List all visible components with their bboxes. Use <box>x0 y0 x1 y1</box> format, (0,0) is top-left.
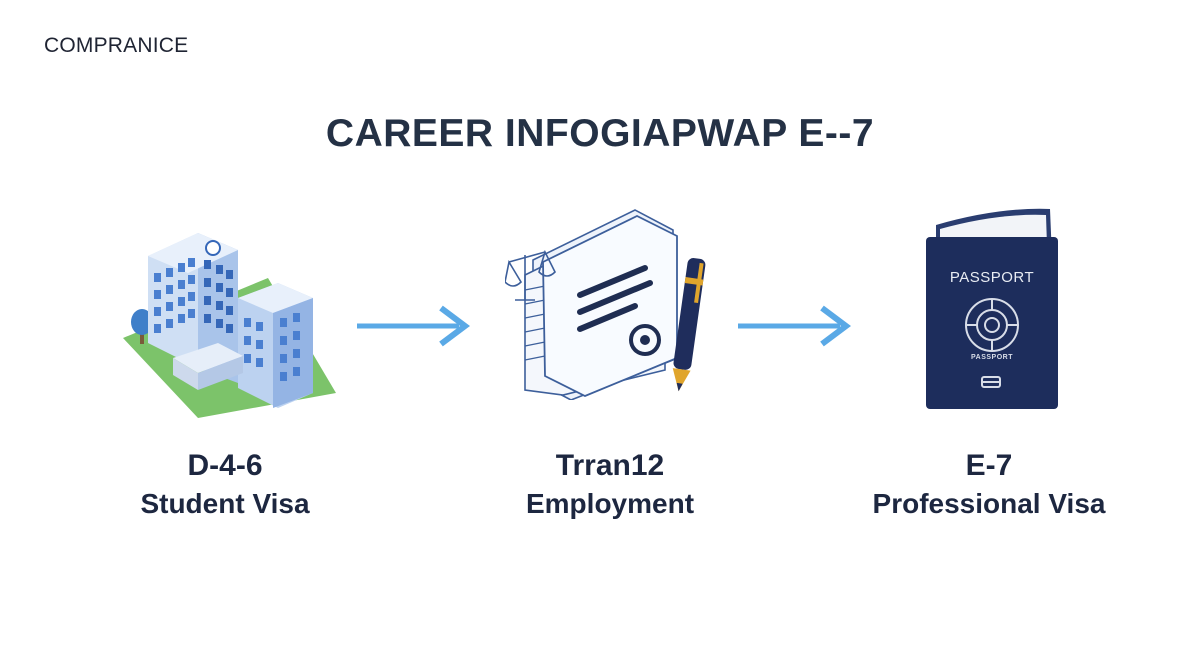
step-label-employment: Trran12 Employment <box>450 447 770 523</box>
step-name: Professional Visa <box>872 488 1106 519</box>
flow-arrow <box>357 305 470 347</box>
flow-arrow <box>738 305 851 347</box>
brand-logo: COMPRANICE <box>44 34 189 57</box>
step-code: Trran12 <box>555 449 665 482</box>
contract-icon <box>505 209 706 400</box>
step-code: E-7 <box>965 449 1013 482</box>
step-code: D-4-6 <box>187 449 263 482</box>
passport-label: PASSPORT <box>949 269 1035 286</box>
step-label-professional-visa: E-7 Professional Visa <box>829 447 1149 523</box>
step-name: Employment <box>525 488 695 519</box>
step-name: Student Visa <box>140 488 310 519</box>
passport-icon: PASSPORT PASSPORT <box>918 205 1070 413</box>
step-label-student-visa: D-4-6 Student Visa <box>65 447 385 523</box>
page-title: CAREER INFOGIAPWAP E--7 <box>325 112 875 155</box>
passport-emblem-text: PASSPORT <box>971 354 1013 361</box>
building-icon <box>123 233 336 418</box>
